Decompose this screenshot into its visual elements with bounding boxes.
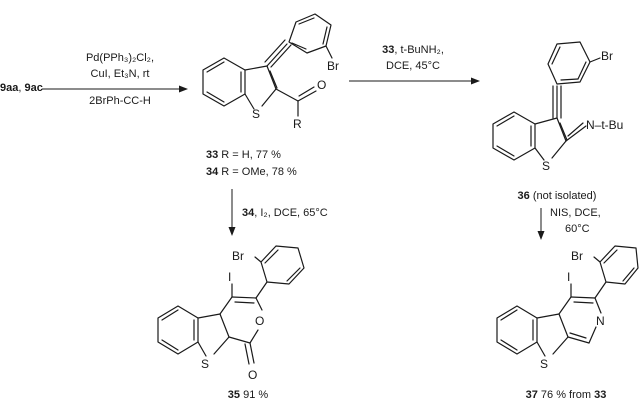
label-33: 33 R = H, 77 % [206,149,281,161]
step4-reagent-line2: 60°C [565,223,590,235]
start-material-label: 9aa, 9ac [0,82,43,94]
step3-reagent: 34, I₂, DCE, 65°C [242,207,328,219]
atom-S: S [201,357,209,371]
step4-reagent-line1: NIS, DCE, [550,207,601,219]
step1-arrow [42,85,188,93]
step2-reagent-line2: DCE, 45°C [386,60,440,72]
atom-O: O [317,78,326,92]
atom-N: N [596,314,605,328]
step1-reagent-line1: Pd(PPh₃)₂Cl₂, [86,52,154,64]
atom-S: S [252,107,260,121]
step3-arrow [228,189,236,236]
step2-arrow [349,77,480,85]
atom-S: S [540,357,548,371]
label-35: 35 91 % [228,389,269,401]
imine-N-tBu: N–t-Bu [586,118,623,132]
atom-S: S [542,159,550,173]
atom-O: O [248,368,257,382]
step4-arrow [537,208,545,240]
structure-35 [157,245,305,365]
atom-I: I [228,270,231,284]
atom-R: R [293,117,302,131]
atom-Br: Br [601,49,613,63]
label-37: 37 76 % from 33 [526,389,607,401]
atom-I: I [567,270,570,284]
step1-reagent-line3: 2BrPh-CC-H [89,95,151,107]
structure-33-34 [202,13,333,117]
structure-36 [492,41,601,161]
atom-Br: Br [327,59,339,73]
label-34: 34 R = OMe, 78 % [206,166,297,178]
step1-reagent-line2: CuI, Et₃N, rt [91,68,150,80]
step2-reagent-line1: 33, t-BuNH₂, [382,44,444,56]
atom-O: O [255,314,264,328]
atom-Br: Br [571,249,583,263]
structure-37 [496,245,639,357]
atom-Br: Br [232,249,244,263]
label-36: 36 (not isolated) [518,190,597,202]
